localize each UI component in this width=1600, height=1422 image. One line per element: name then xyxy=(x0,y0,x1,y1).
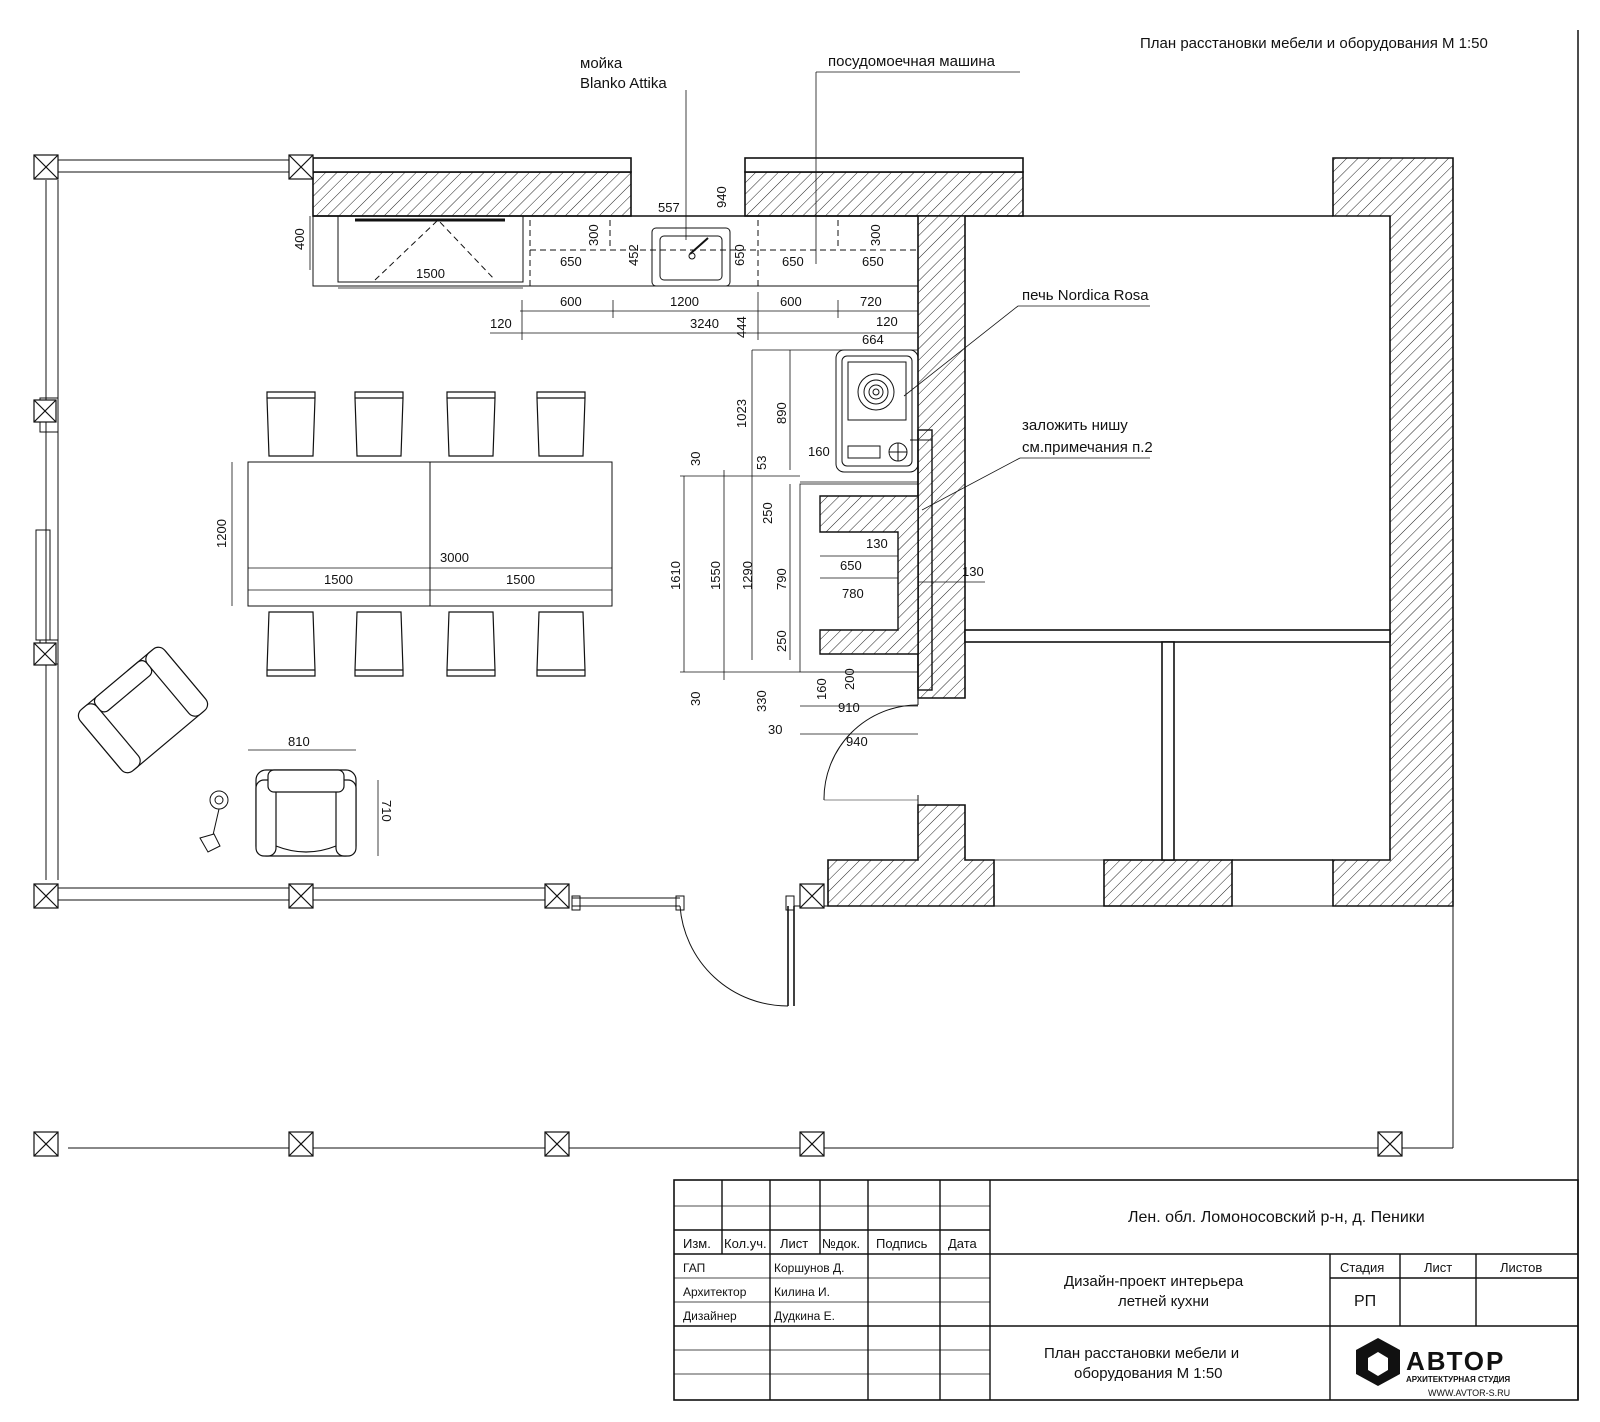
svg-text:Листов: Листов xyxy=(1500,1260,1542,1275)
svg-text:890: 890 xyxy=(774,402,789,424)
svg-text:Коршунов Д.: Коршунов Д. xyxy=(774,1261,844,1275)
svg-text:720: 720 xyxy=(860,294,882,309)
svg-text:200: 200 xyxy=(842,668,857,690)
svg-text:Blanko Attika: Blanko Attika xyxy=(580,75,667,92)
svg-text:120: 120 xyxy=(876,314,898,329)
svg-text:160: 160 xyxy=(814,678,829,700)
svg-text:Дудкина Е.: Дудкина Е. xyxy=(774,1309,835,1323)
svg-text:250: 250 xyxy=(774,630,789,652)
title-block-text: Изм. Кол.уч. Лист №док. Подпись Дата ГАП… xyxy=(683,1209,1542,1382)
svg-text:1610: 1610 xyxy=(668,561,683,590)
svg-text:1500: 1500 xyxy=(324,572,353,587)
niche xyxy=(799,483,919,673)
svg-text:30: 30 xyxy=(768,722,782,737)
svg-text:Лен. обл. Ломоносовский р-н, д: Лен. обл. Ломоносовский р-н, д. Пеники xyxy=(1128,1209,1425,1226)
svg-text:АРХИТЕКТУРНАЯ СТУДИЯ: АРХИТЕКТУРНАЯ СТУДИЯ xyxy=(1406,1375,1510,1384)
kitchen-counter xyxy=(312,215,919,290)
svg-text:Подпись: Подпись xyxy=(876,1236,928,1251)
svg-text:1550: 1550 xyxy=(708,561,723,590)
svg-text:1500: 1500 xyxy=(506,572,535,587)
svg-text:печь Nordica Rosa: печь Nordica Rosa xyxy=(1022,287,1149,304)
svg-text:130: 130 xyxy=(962,564,984,579)
svg-text:940: 940 xyxy=(714,186,729,208)
svg-text:650: 650 xyxy=(840,558,862,573)
svg-text:3240: 3240 xyxy=(690,316,719,331)
svg-text:452: 452 xyxy=(626,244,641,266)
svg-text:650: 650 xyxy=(862,254,884,269)
svg-text:330: 330 xyxy=(754,690,769,712)
svg-text:30: 30 xyxy=(688,692,703,706)
callout-labels: мойка Blanko Attika посудомоечная машина… xyxy=(580,53,1153,456)
svg-text:WWW.AVTOR-S.RU: WWW.AVTOR-S.RU xyxy=(1428,1388,1510,1398)
svg-text:Лист: Лист xyxy=(780,1236,808,1251)
svg-text:160: 160 xyxy=(808,444,830,459)
svg-text:780: 780 xyxy=(842,586,864,601)
door-swings xyxy=(679,704,919,1007)
svg-text:400: 400 xyxy=(292,228,307,250)
svg-text:600: 600 xyxy=(560,294,582,309)
svg-text:53: 53 xyxy=(754,456,769,470)
columns xyxy=(33,154,1403,1157)
sheet-title: План расстановки мебели и оборудования М… xyxy=(1140,35,1488,52)
svg-text:Лист: Лист xyxy=(1424,1260,1452,1275)
svg-text:Дата: Дата xyxy=(948,1236,978,1251)
svg-text:Стадия: Стадия xyxy=(1340,1260,1384,1275)
svg-text:1200: 1200 xyxy=(214,519,229,548)
svg-text:Дизайнер: Дизайнер xyxy=(683,1309,737,1323)
studio-logo: АВТОР АРХИТЕКТУРНАЯ СТУДИЯ WWW.AVTOR-S.R… xyxy=(1356,1338,1510,1398)
svg-text:250: 250 xyxy=(760,502,775,524)
svg-text:300: 300 xyxy=(586,224,601,246)
svg-text:130: 130 xyxy=(866,536,888,551)
svg-text:мойка: мойка xyxy=(580,55,623,72)
svg-text:664: 664 xyxy=(862,332,884,347)
svg-text:710: 710 xyxy=(379,800,394,822)
armchair-rotated xyxy=(77,646,209,774)
svg-text:30: 30 xyxy=(688,452,703,466)
svg-text:оборудования М 1:50: оборудования М 1:50 xyxy=(1074,1365,1223,1382)
svg-text:Дизайн-проект интерьера: Дизайн-проект интерьера xyxy=(1064,1273,1244,1290)
svg-text:810: 810 xyxy=(288,734,310,749)
svg-text:650: 650 xyxy=(560,254,582,269)
svg-text:1200: 1200 xyxy=(670,294,699,309)
sink-icon xyxy=(651,227,731,287)
svg-text:600: 600 xyxy=(780,294,802,309)
svg-text:1500: 1500 xyxy=(416,266,445,281)
svg-text:РП: РП xyxy=(1354,1293,1376,1310)
svg-text:1290: 1290 xyxy=(740,561,755,590)
svg-text:Килина И.: Килина И. xyxy=(774,1285,830,1299)
svg-text:300: 300 xyxy=(868,224,883,246)
dining-table xyxy=(247,461,613,607)
svg-text:Кол.уч.: Кол.уч. xyxy=(724,1236,767,1251)
floor-lamp-icon xyxy=(199,790,229,853)
svg-text:см.примечания п.2: см.примечания п.2 xyxy=(1022,439,1153,456)
svg-text:1023: 1023 xyxy=(734,399,749,428)
svg-text:План расстановки мебели и: План расстановки мебели и xyxy=(1044,1345,1239,1362)
glazing-lines xyxy=(35,159,1454,1149)
svg-text:ГАП: ГАП xyxy=(683,1261,705,1275)
svg-text:летней кухни: летней кухни xyxy=(1118,1293,1209,1310)
dining-chairs xyxy=(266,391,586,677)
svg-text:444: 444 xyxy=(734,316,749,338)
svg-text:557: 557 xyxy=(658,200,680,215)
dimension-values: 557 940 400 300 452 650 300 1500 650 650… xyxy=(214,186,984,821)
svg-text:Архитектор: Архитектор xyxy=(683,1285,747,1299)
svg-text:3000: 3000 xyxy=(440,550,469,565)
svg-text:заложить нишу: заложить нишу xyxy=(1022,417,1128,434)
svg-text:№док.: №док. xyxy=(822,1236,860,1251)
svg-text:910: 910 xyxy=(838,700,860,715)
title-block xyxy=(673,1179,1579,1401)
svg-text:940: 940 xyxy=(846,734,868,749)
svg-text:Изм.: Изм. xyxy=(683,1236,711,1251)
svg-text:посудомоечная машина: посудомоечная машина xyxy=(828,53,996,70)
svg-text:650: 650 xyxy=(782,254,804,269)
armchair xyxy=(255,769,357,857)
svg-text:650: 650 xyxy=(732,244,747,266)
svg-text:АВТОР: АВТОР xyxy=(1406,1346,1505,1376)
svg-text:790: 790 xyxy=(774,568,789,590)
svg-text:120: 120 xyxy=(490,316,512,331)
dimension-lines xyxy=(231,71,1150,856)
